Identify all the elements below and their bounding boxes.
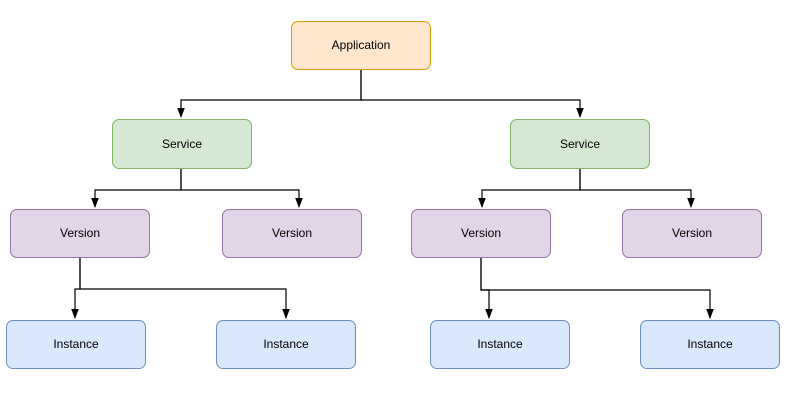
edge-service-2-to-version-4 (579, 169, 695, 208)
edge-version-3-to-instance-3 (480, 258, 493, 319)
node-label: Version (671, 226, 713, 241)
node-label: Service (559, 136, 600, 151)
node-application[interactable]: Application (291, 21, 431, 70)
edge-service-1-to-version-2 (180, 169, 303, 208)
edge-application-to-service-2 (360, 70, 584, 118)
node-label: Application (331, 38, 391, 53)
node-instance-2[interactable]: Instance (216, 320, 356, 369)
edge-version-3-to-instance-4 (480, 258, 714, 319)
edge-application-to-service-1 (177, 70, 362, 118)
node-label: Version (59, 226, 101, 241)
node-version-4[interactable]: Version (622, 209, 762, 258)
node-label: Version (460, 226, 502, 241)
node-label: Version (271, 226, 313, 241)
node-version-3[interactable]: Version (411, 209, 551, 258)
edge-version-1-to-instance-2 (79, 258, 290, 319)
node-service-2[interactable]: Service (510, 119, 650, 169)
node-instance-1[interactable]: Instance (6, 320, 146, 369)
node-label: Instance (263, 337, 309, 352)
node-version-2[interactable]: Version (222, 209, 362, 258)
node-label: Instance (53, 337, 99, 352)
edge-service-2-to-version-3 (478, 169, 581, 208)
node-label: Instance (687, 337, 733, 352)
node-service-1[interactable]: Service (112, 119, 252, 169)
edge-service-1-to-version-1 (91, 169, 182, 208)
node-label: Service (161, 136, 202, 151)
node-instance-4[interactable]: Instance (640, 320, 780, 369)
node-label: Instance (477, 337, 523, 352)
node-version-1[interactable]: Version (10, 209, 150, 258)
node-instance-3[interactable]: Instance (430, 320, 570, 369)
edge-version-1-to-instance-1 (71, 258, 81, 319)
